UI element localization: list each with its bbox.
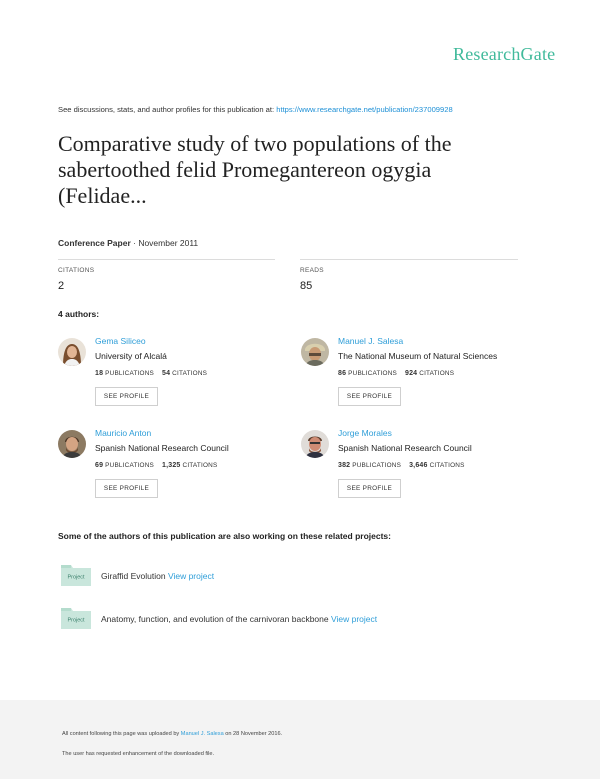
publications-count: 18 <box>95 370 104 377</box>
researchgate-logo[interactable]: ResearchGate <box>453 44 556 64</box>
publication-type: Conference Paper <box>58 238 131 248</box>
project-title: Giraffid Evolution <box>101 571 168 581</box>
publication-type-line: Conference Paper · November 2011 <box>58 238 198 248</box>
citations-label: CITATIONS <box>182 462 218 469</box>
publication-title: Comparative study of two populations of … <box>58 131 538 209</box>
citations-count: 54 <box>161 370 171 377</box>
reads-count: 85 <box>300 280 313 292</box>
citations-divider <box>58 259 275 260</box>
related-projects-heading: Some of the authors of this publication … <box>58 531 391 541</box>
title-line: sabertoothed felid Promegantereon ogygia <box>58 157 432 182</box>
authors-heading: 4 authors: <box>58 309 100 319</box>
see-profile-button[interactable]: SEE PROFILE <box>95 479 158 498</box>
project-text: Anatomy, function, and evolution of the … <box>101 614 377 624</box>
see-profile-button[interactable]: SEE PROFILE <box>338 479 401 498</box>
avatar[interactable] <box>58 430 86 458</box>
author-card: Gema Siliceo University of Alcalá 18 PUB… <box>58 336 298 416</box>
citations-count: 1,325 <box>161 462 181 469</box>
author-institution: The National Museum of Natural Sciences <box>338 351 498 361</box>
upload-notice-date: on 28 November 2016. <box>223 731 283 737</box>
author-card: Mauricio Anton Spanish National Research… <box>58 428 298 508</box>
title-line: (Felidae... <box>58 183 147 208</box>
project-text: Giraffid Evolution View project <box>101 571 214 581</box>
author-name-link[interactable]: Manuel J. Salesa <box>338 336 404 346</box>
publications-label: PUBLICATIONS <box>105 462 154 469</box>
project-folder-icon: Project <box>60 604 92 630</box>
author-institution: Spanish National Research Council <box>338 443 472 453</box>
publications-label: PUBLICATIONS <box>352 462 402 469</box>
enhancement-notice: The user has requested enhancement of th… <box>62 751 215 757</box>
publication-url-link[interactable]: https://www.researchgate.net/publication… <box>276 105 453 114</box>
date-separator: · <box>130 238 139 248</box>
publication-date: November 2011 <box>138 238 199 248</box>
project-item: Project Anatomy, function, and evolution… <box>60 604 520 634</box>
author-stats: 69 PUBLICATIONS 1,325 CITATIONS <box>95 462 217 469</box>
avatar[interactable] <box>58 338 86 366</box>
project-folder-icon: Project <box>60 561 92 587</box>
see-profile-button[interactable]: SEE PROFILE <box>338 387 401 406</box>
author-name-link[interactable]: Mauricio Anton <box>95 428 152 438</box>
publications-count: 382 <box>338 462 351 469</box>
citations-label: CITATIONS <box>58 267 95 274</box>
project-item: Project Giraffid Evolution View project <box>60 561 520 591</box>
footer-band <box>0 700 600 779</box>
citations-count: 924 <box>404 370 418 377</box>
discussion-notice: See discussions, stats, and author profi… <box>58 105 453 114</box>
author-name-link[interactable]: Gema Siliceo <box>95 336 146 346</box>
reads-divider <box>300 259 518 260</box>
citations-label: CITATIONS <box>172 370 208 377</box>
citations-label: CITATIONS <box>419 370 455 377</box>
author-name-link[interactable]: Jorge Morales <box>338 428 392 438</box>
discussion-notice-text: See discussions, stats, and author profi… <box>58 105 277 114</box>
uploader-link[interactable]: Manuel J. Salesa <box>180 731 224 737</box>
publications-label: PUBLICATIONS <box>348 370 397 377</box>
author-stats: 86 PUBLICATIONS 924 CITATIONS <box>338 370 454 377</box>
citations-count: 2 <box>58 280 65 292</box>
publications-label: PUBLICATIONS <box>105 370 154 377</box>
upload-notice-prefix: All content following this page was uplo… <box>62 731 181 737</box>
view-project-link[interactable]: View project <box>330 614 378 624</box>
citations-label: CITATIONS <box>429 462 465 469</box>
author-card: Manuel J. Salesa The National Museum of … <box>301 336 541 416</box>
avatar[interactable] <box>301 338 329 366</box>
author-institution: University of Alcalá <box>95 351 167 361</box>
author-stats: 382 PUBLICATIONS 3,646 CITATIONS <box>338 462 465 469</box>
author-card: Jorge Morales Spanish National Research … <box>301 428 541 508</box>
publications-count: 86 <box>338 370 347 377</box>
view-project-link[interactable]: View project <box>167 571 215 581</box>
reads-label: READS <box>300 267 324 274</box>
project-title: Anatomy, function, and evolution of the … <box>101 614 331 624</box>
citations-count: 3,646 <box>409 462 428 469</box>
project-icon-label: Project <box>67 618 85 624</box>
see-profile-button[interactable]: SEE PROFILE <box>95 387 158 406</box>
author-stats: 18 PUBLICATIONS 54 CITATIONS <box>95 370 207 377</box>
author-institution: Spanish National Research Council <box>95 443 229 453</box>
publications-count: 69 <box>95 462 104 469</box>
project-icon-label: Project <box>67 575 85 581</box>
title-line: Comparative study of two populations of … <box>58 131 452 156</box>
avatar[interactable] <box>301 430 329 458</box>
upload-notice: All content following this page was uplo… <box>62 731 282 737</box>
